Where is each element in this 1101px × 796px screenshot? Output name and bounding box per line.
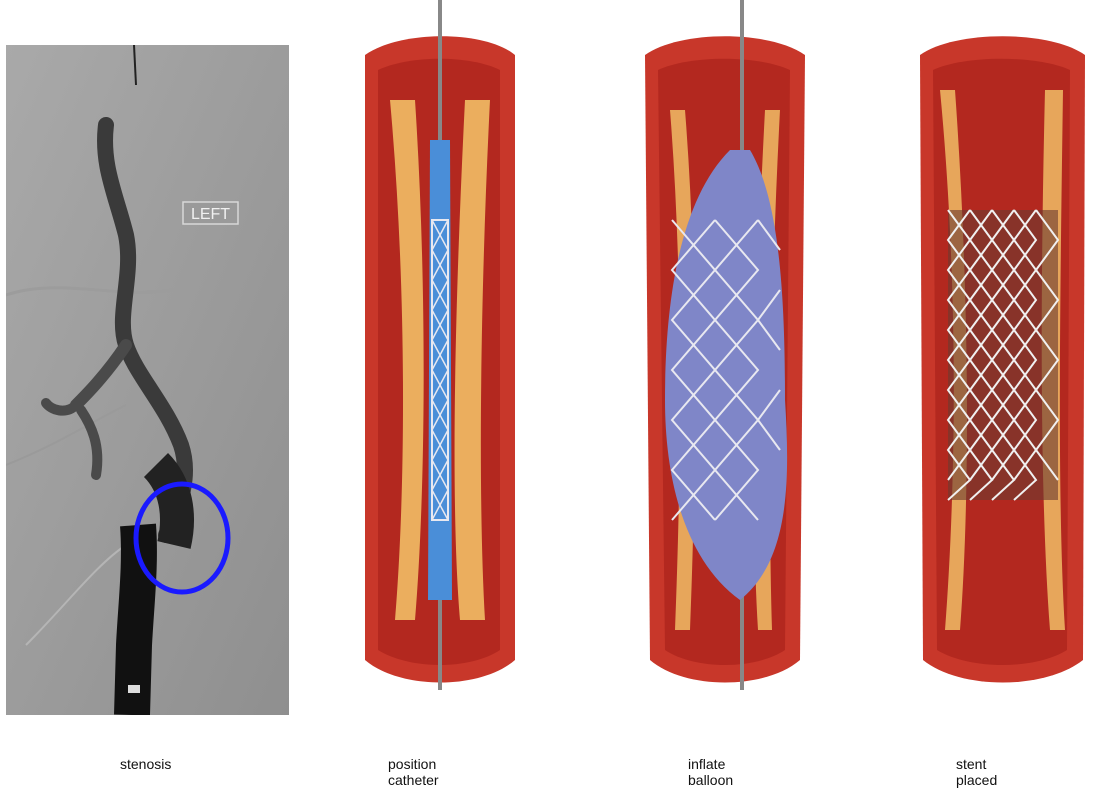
caption-balloon-line2: balloon — [688, 772, 733, 788]
caption-catheter-line1: position — [388, 756, 439, 772]
vessel-catheter-illustration — [360, 0, 520, 700]
caption-stenosis-text: stenosis — [120, 756, 171, 772]
caption-stent-placed: stent placed — [956, 756, 997, 788]
caption-inflate-balloon: inflate balloon — [688, 756, 733, 788]
caption-stent-line2: placed — [956, 772, 997, 788]
caption-position-catheter: position catheter — [388, 756, 439, 788]
caption-balloon-line1: inflate — [688, 756, 733, 772]
caption-stent-line1: stent — [956, 756, 997, 772]
vessel-balloon-illustration — [640, 0, 810, 700]
left-marker-label: LEFT — [191, 206, 230, 223]
vessel-stent-illustration — [915, 0, 1090, 700]
caption-catheter-line2: catheter — [388, 772, 439, 788]
caption-stenosis: stenosis — [120, 756, 171, 772]
angiogram-image: LEFT — [6, 45, 289, 715]
